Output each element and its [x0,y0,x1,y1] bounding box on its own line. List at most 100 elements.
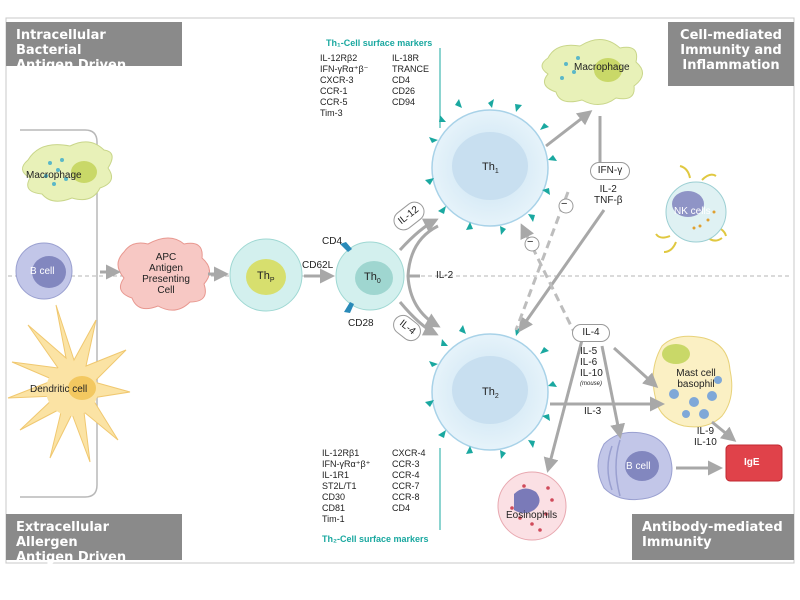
th2-marker: IL-12Rβ1 [322,448,360,458]
apc-label-line: APC [155,252,177,263]
il9-il10-label: IL-9 IL-10 [694,426,717,448]
b-cell-left-label: B cell [30,266,55,277]
mast-cell-shape [652,335,733,428]
th2-marker: IL-1R1 [322,470,350,480]
left-bracket [20,129,98,498]
thp-label: ThP [257,270,275,284]
inhibit-symbol-2: − [527,236,534,248]
th1-marker: IFN-γRα⁺β⁻ [320,64,369,74]
b-cell-right-label: B cell [626,461,651,472]
th1-marker: IL-12Rβ2 [320,53,358,63]
inhibit-circle-1 [558,198,574,214]
th2-markers-col2: CXCR-4 CCR-3 CCR-4 CCR-7 CCR-8 CD4 [392,448,426,514]
apc-label-line: Cell [157,285,175,296]
macrophage-left-label: Macrophage [26,170,82,181]
il5-mouse-note: (mouse) [580,381,603,387]
dendritic-cell-label: Dendritic cell [30,384,88,395]
il10-line: IL-10 [694,437,717,448]
corner-text-line: Extracellular Allergen [16,520,109,550]
th2-marker: CD81 [322,503,346,513]
corner-text-line: Intracellular Bacterial [16,28,106,58]
arrow-th2-th1-dashed [520,223,578,337]
eosinophil-shape [497,471,567,541]
macrophage-right-label: Macrophage [574,62,630,73]
arrow-il4-mast [612,346,659,389]
corner-panel-extracellular: Extracellular Allergen Antigen Driven [6,514,182,565]
th1-markers-col2: IL-18R TRANCE CD4 CD26 CD94 [392,53,429,108]
th1-label-sub: 1 [494,168,499,176]
il5-list-line: IL-5 [580,346,598,357]
il2-mid-label: IL-2 [436,270,454,281]
th1-marker: CXCR-3 [320,75,354,85]
th1-marker: IL-18R [392,53,420,63]
cd4-label: CD4 [322,236,343,247]
il5-list-line: IL-6 [580,357,598,368]
b-cell-left-shape [15,242,73,300]
eosinophils-label: Eosinophils [506,510,558,521]
thp-label-main: Th [257,270,270,282]
th1-label: Th1 [482,161,499,175]
th1-marker: CD94 [392,97,416,107]
th1-marker: CCR-1 [320,86,348,96]
corner-text-line: Immunity [642,535,712,550]
th2-marker: CD4 [392,503,411,513]
inhibit-symbol-1: − [561,198,568,210]
il4-pill-right: IL-4 [572,324,610,342]
ige-label: IgE [744,457,760,468]
corner-text-line: Immunity and [680,43,782,58]
th0-shape [335,241,405,313]
cd62l-label: CD62L [302,260,334,271]
macrophage-left-shape [22,141,113,202]
il2-tnf-line: TNF-β [594,195,623,206]
mast-label-line: basophil [677,379,715,390]
thp-shape [229,238,303,312]
b-cell-right-shape [597,431,673,501]
th1-shape [425,99,557,235]
macrophage-right-shape [541,39,643,105]
il2-tnf-label: IL-2 TNF-β [594,184,623,206]
arrow-th1-th2-solid [518,209,606,333]
apc-label-line: Presenting [142,274,190,285]
thp-label-sub: P [269,277,275,285]
th1-marker: CCR-5 [320,97,348,107]
th2-label-sub: 2 [494,393,499,401]
th2-marker: CCR-8 [392,492,420,502]
corner-panel-cell-mediated: Cell-mediated Immunity and Inflammation [668,22,794,86]
arrow-mast-ige [711,420,737,442]
th1-marker: Tim-3 [320,108,343,118]
th0-label: Th0 [364,271,381,285]
mast-cell-label: Mast cell basophil [664,368,728,390]
corner-text-line: Antibody-mediated [642,520,783,535]
nk-cells-label: NK cells [674,206,711,217]
apc-label-line: Antigen [149,263,183,274]
th0-label-sub: 0 [376,278,381,286]
th2-marker: CXCR-4 [392,448,426,458]
corner-panel-antibody: Antibody-mediated Immunity [632,514,794,560]
ige-box [725,444,783,482]
il2-tnf-line: IL-2 [599,184,617,195]
il9-line: IL-9 [696,426,715,437]
th2-marker: CCR-3 [392,459,420,469]
corner-panel-intracellular: Intracellular Bacterial Antigen Driven [6,22,182,73]
th2-markers-col1: IL-12Rβ1 IFN-γRα⁺β⁺ IL-1R1 ST2L/T1 CD30 … [322,448,370,525]
th1-marker: TRANCE [392,64,430,74]
corner-text-line: Inflammation [682,58,780,73]
th2-marker: CD30 [322,492,346,502]
il5-list-line: IL-10 [580,368,603,379]
mast-label-line: Mast cell [676,368,716,379]
arrow-th0-th2 [398,301,439,336]
arrow-il4-bcell [600,345,626,439]
th0-label-main: Th [364,271,377,283]
apc-shape [117,237,210,311]
corner-text-line: Antigen Driven [16,58,127,73]
arrow-il5-eosinophil [543,339,584,473]
th2-marker: Tim-1 [322,514,345,524]
th2-marker: ST2L/T1 [322,481,357,491]
th1-marker: CD26 [392,86,416,96]
th2-marker: CCR-4 [392,470,420,480]
corner-text-line: Antigen Driven [16,550,127,565]
arrow-th1-th2-dashed [514,191,570,331]
inhibit-circle-2 [524,236,540,252]
